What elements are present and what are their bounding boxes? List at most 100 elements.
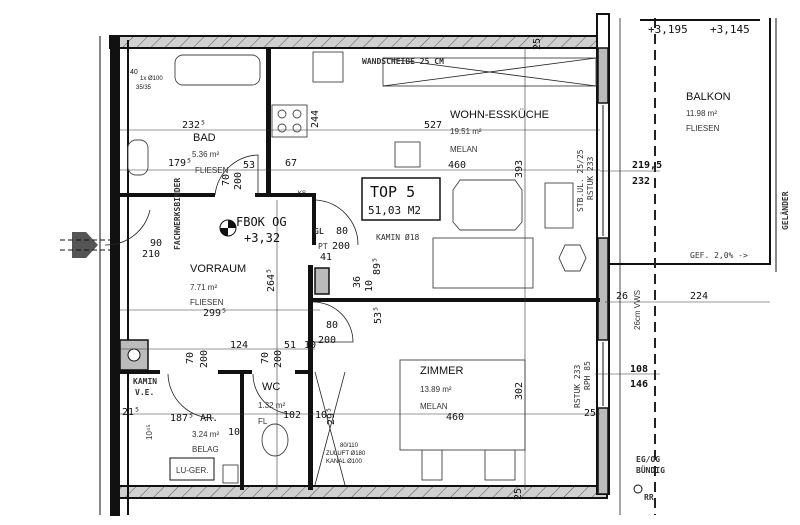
room-floor-ar: BELAG [192, 445, 219, 454]
note-rstuk-2: RSTUK 233 [573, 364, 582, 408]
note-gl: GL [314, 227, 324, 236]
appliance-label: LU-GER. [176, 466, 208, 475]
room-floor-vorraum: FLIESEN [190, 298, 224, 307]
dim-bad-2: 179⁵ [168, 158, 192, 169]
note-binder: FACHWERKSBINDER [173, 178, 182, 250]
note-kanal: KANAL Ø100 [326, 459, 362, 465]
fbok-label: FBOK OG [236, 215, 287, 229]
dim-70b: 70 [185, 352, 196, 364]
dim-vorraum-2: 264⁵ [266, 268, 277, 292]
dim-wohn-depth: 527 [424, 120, 442, 131]
dim-80a: 80 [336, 226, 348, 237]
room-name-vorraum: VORRAUM [190, 263, 246, 275]
room-floor-zimmer: MELAN [420, 402, 448, 411]
door-swings [104, 154, 359, 486]
room-name-zimmer: ZIMMER [420, 365, 463, 377]
dim-41: 41 [320, 252, 332, 263]
note-rr: RR [644, 493, 654, 502]
room-area-ar: 3.24 m² [192, 430, 219, 439]
note-stb: STB.UL. 25/25 [576, 149, 585, 212]
note-pt: PT [318, 242, 328, 251]
room-name-wohn: WOHN-ESSKÜCHE [450, 109, 549, 121]
note-kamin: KAMIN Ø18 [376, 232, 420, 242]
dim-36: 36 [352, 276, 363, 288]
room-name-bad: BAD [193, 132, 216, 144]
dim-200a: 200 [233, 172, 244, 190]
dim-vorraum-1: 299⁵ [203, 308, 227, 319]
dim-53-5: 53⁵ [373, 306, 384, 324]
room-area-balkon: 11.98 m² [686, 109, 717, 118]
room-area-zimmer: 13.89 m² [420, 385, 452, 394]
dim-210: 210 [142, 249, 160, 260]
note-vws: 26cm VWS [633, 290, 642, 330]
dim-200e: 200 [273, 350, 284, 368]
dim-232: 232 [632, 176, 650, 187]
dim-wohn-width: 460 [448, 160, 466, 171]
room-floor-balkon: FLIESEN [686, 124, 720, 133]
room-floor-bad: FLIESEN [195, 166, 229, 175]
furniture [127, 51, 597, 484]
washbasin [127, 139, 149, 176]
note-vent-2: 35/35 [136, 85, 152, 91]
dim-89-5: 89⁵ [372, 257, 383, 275]
room-area-bad: 5.36 m² [192, 150, 219, 159]
bathtub [174, 54, 261, 86]
dimension-lines [120, 48, 770, 490]
interior-walls [119, 48, 600, 490]
dim-70a: 70 [221, 174, 232, 186]
note-bundig-1: EG/OG [636, 455, 660, 464]
note-rph: RPH 85 [583, 361, 592, 390]
dining-table [452, 179, 523, 231]
room-name-ar: 187⁵ AR. [170, 413, 218, 424]
dim-wohn-height: 393 [514, 160, 525, 178]
dim-bad-1: 232⁵ [182, 120, 206, 131]
dim-10-45: 10⁴⁵ [145, 424, 154, 440]
dimension-labels: 244 67 53 70 200 80 200 41 90 210 124 51… [122, 38, 662, 500]
room-area-wc: 1.32 m² [258, 401, 285, 410]
level-marker-icon [219, 219, 237, 237]
dim-10a: 10 [304, 340, 316, 351]
fbok-value: +3,32 [244, 231, 280, 245]
dim-200c: 200 [318, 335, 336, 346]
dim-219-5: 219,5 [632, 160, 662, 171]
dim-zimmer-height: 302 [514, 382, 525, 400]
balcony-outline [610, 18, 777, 515]
note-zuluft: ZULUFT Ø180 [326, 451, 366, 457]
railing-label: GELÄNDER [780, 191, 790, 230]
dim-90: 90 [150, 238, 162, 249]
unit-title: TOP 5 [370, 183, 415, 201]
dim-244: 244 [310, 110, 321, 128]
note-kamin-ve-2: V.E. [135, 388, 154, 397]
dim-21-5: 21⁵ [122, 407, 140, 418]
dim-zimmer-width: 460 [446, 412, 464, 423]
unit-area: 51,03 M2 [368, 204, 421, 217]
note-vent-3: 40 [130, 69, 138, 76]
note-vent-1: 1x Ø100 [140, 76, 163, 82]
dim-51: 51 [284, 340, 296, 351]
level-balcony-right: +3,145 [710, 23, 750, 36]
room-floor-wohn: MELAN [450, 145, 478, 154]
level-balcony-left: +3,195 [648, 23, 688, 36]
slope-label: GEF. 2,0% -> [690, 251, 748, 260]
dim-balkon-width: 224 [690, 291, 708, 302]
dim-200d: 200 [199, 350, 210, 368]
entrance-arrow-icon [60, 232, 110, 258]
sink [312, 51, 344, 83]
room-area-vorraum: 7.71 m² [190, 283, 217, 292]
room-name-balkon: BALKON [686, 91, 731, 103]
dim-108: 108 [630, 364, 648, 375]
stove [271, 104, 308, 138]
room-area-wohn: 19.51 m² [450, 127, 482, 136]
dim-200b: 200 [332, 241, 350, 252]
dim-29-5: 29⁵ [326, 407, 337, 425]
dim-26: 26 [616, 291, 628, 302]
note-rstuk-1: RSTUK 233 [586, 156, 595, 200]
note-shaft: 80/110 [340, 443, 359, 449]
bed [399, 359, 526, 451]
dim-146: 146 [630, 379, 648, 390]
note-bundig-2: BÜNDIG [636, 465, 665, 475]
exterior-walls [99, 13, 621, 516]
dim-124: 124 [230, 340, 248, 351]
dim-25b: 25 [513, 488, 524, 500]
dim-70c: 70 [260, 352, 271, 364]
